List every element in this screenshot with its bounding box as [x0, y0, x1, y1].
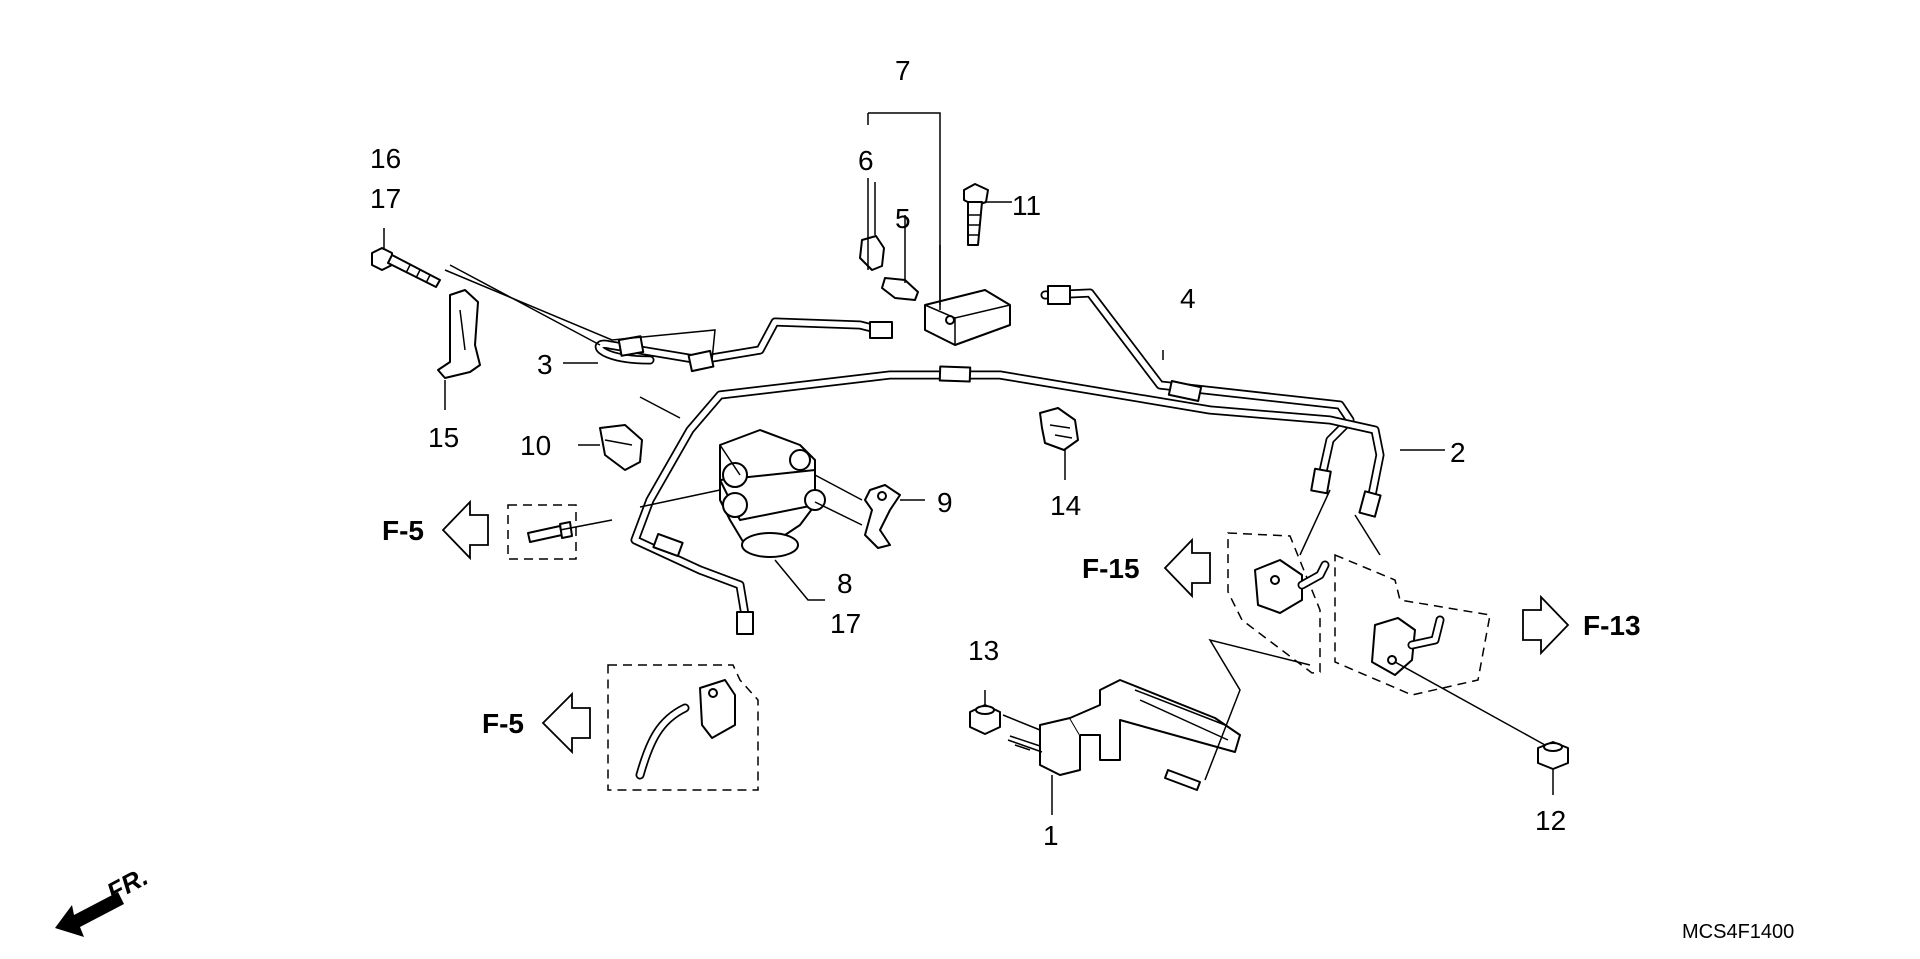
- clamp-bracket-15: [437, 289, 481, 379]
- callout-3: 3: [537, 349, 553, 380]
- callout-16: 16: [370, 143, 401, 174]
- callout-13: 13: [968, 635, 999, 666]
- ref-label-f15: F-15: [1082, 553, 1140, 584]
- nut-13: [969, 704, 1001, 735]
- reference-arrow-f13[interactable]: F-13: [1522, 594, 1641, 656]
- wheel-fittings: [699, 559, 1445, 739]
- callout-numbers: 16 17 3 15 10 7 6 5 11 4 2 9 14 8 17 13 …: [370, 55, 1566, 851]
- callout-11: 11: [1012, 190, 1041, 221]
- ref-label-f5-lower: F-5: [482, 708, 524, 739]
- reference-arrow-f15[interactable]: F-15: [1082, 537, 1211, 599]
- pipe-clip-9: [864, 484, 901, 549]
- ref-label-f13: F-13: [1583, 610, 1641, 641]
- front-arrow-icon: [55, 892, 124, 937]
- nut-12: [1537, 741, 1569, 770]
- bolt-11: [963, 183, 989, 246]
- bleeder-5: [881, 277, 919, 301]
- pipe-clip-10: [599, 424, 643, 471]
- ref-label-f5-left: F-5: [382, 515, 424, 546]
- callout-7: 7: [895, 55, 911, 86]
- front-direction-marker: FR.: [55, 861, 153, 937]
- callout-1: 1: [1043, 820, 1059, 851]
- reference-arrow-f5-lower[interactable]: F-5: [482, 691, 591, 755]
- callout-5: 5: [895, 203, 911, 234]
- arrow-left-icon: [441, 499, 489, 561]
- arrow-left-icon: [1163, 537, 1211, 599]
- callout-4: 4: [1180, 283, 1196, 314]
- callout-6: 6: [858, 145, 874, 176]
- callout-15: 15: [428, 422, 459, 453]
- bracket-1: [1007, 679, 1241, 791]
- arrow-right-icon: [1522, 594, 1570, 656]
- diagram-code: MCS4F1400: [1682, 921, 1794, 943]
- leader-lines: [383, 178, 1554, 815]
- callout-8: 8: [837, 568, 853, 599]
- bolt-16: [371, 247, 441, 288]
- brake-pipes: [594, 285, 1385, 780]
- reference-arrow-f5-left[interactable]: F-5: [382, 499, 489, 561]
- pipe-clip-14: [1039, 407, 1079, 451]
- bolt-f5: [527, 521, 573, 543]
- reference-boxes: [507, 504, 1491, 791]
- callout-17-valve: 17: [830, 608, 861, 639]
- callout-17-bolt: 17: [370, 183, 401, 214]
- callout-14: 14: [1050, 490, 1081, 521]
- bleeder-cap-6: [859, 235, 885, 271]
- callout-2: 2: [1450, 437, 1466, 468]
- proportioning-valve: [719, 429, 826, 558]
- callout-10: 10: [520, 430, 551, 461]
- three-way-joint: [867, 112, 1011, 346]
- callout-9: 9: [937, 487, 953, 518]
- callout-12: 12: [1535, 805, 1566, 836]
- arrow-left-icon: [541, 691, 591, 755]
